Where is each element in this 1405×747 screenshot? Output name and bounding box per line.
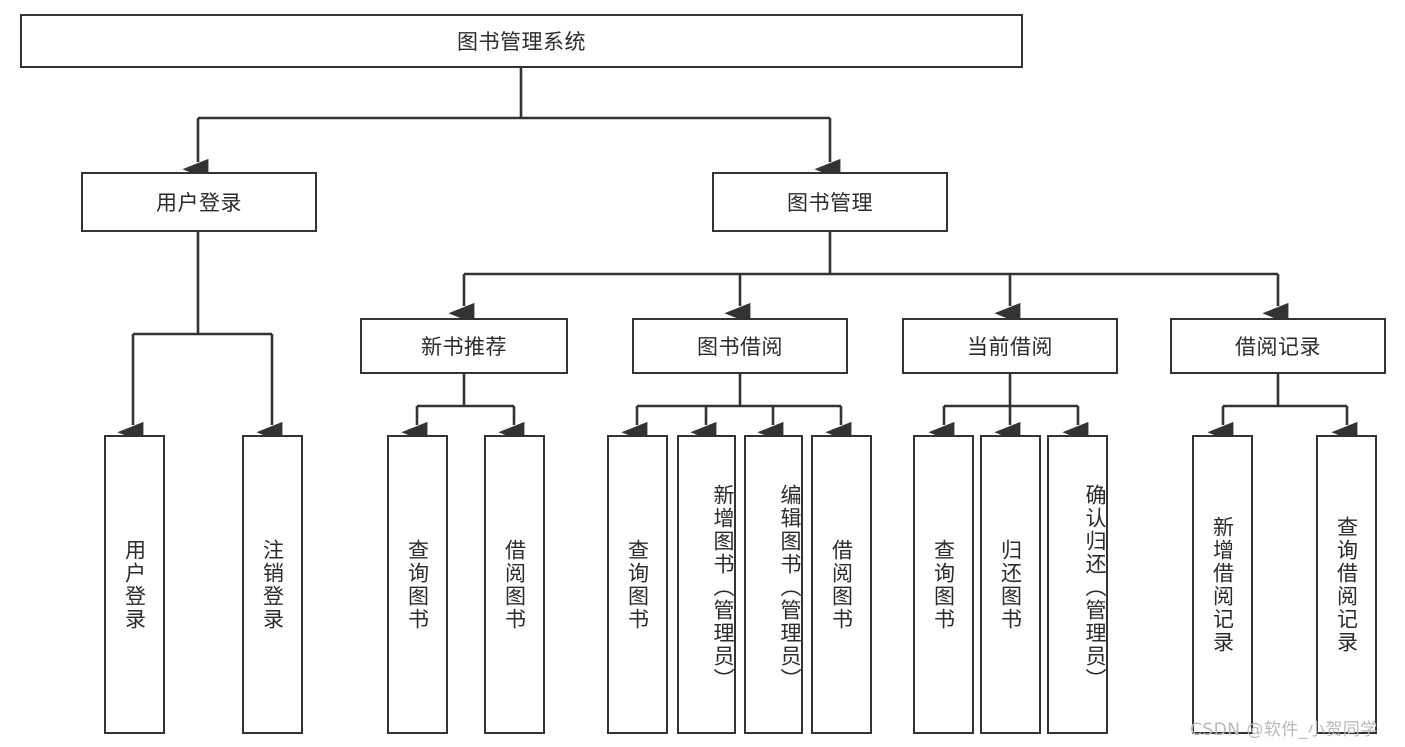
node-current-borrow[interactable]: 当前借阅 [902,318,1118,374]
leaf-current-borrow-return[interactable]: 归还图书 [980,435,1041,734]
leaf-book-borrow-add-admin[interactable]: 新增图书（管理员） [677,435,736,734]
leaf-book-borrow-query[interactable]: 查询图书 [607,435,668,734]
leaf-current-borrow-query[interactable]: 查询图书 [913,435,974,734]
leaf-user-login-signin[interactable]: 用户登录 [104,435,165,734]
leaf-borrow-record-add[interactable]: 新增借阅记录 [1192,435,1253,734]
leaf-book-borrow-edit-admin[interactable]: 编辑图书（管理员） [744,435,803,734]
node-book-management[interactable]: 图书管理 [712,172,948,232]
node-borrow-record[interactable]: 借阅记录 [1170,318,1386,374]
node-new-book-recommend[interactable]: 新书推荐 [360,318,568,374]
leaf-new-book-query[interactable]: 查询图书 [387,435,448,734]
leaf-new-book-borrow[interactable]: 借阅图书 [484,435,545,734]
node-user-login[interactable]: 用户登录 [81,172,317,232]
node-book-borrow[interactable]: 图书借阅 [632,318,848,374]
leaf-user-login-signout[interactable]: 注销登录 [242,435,303,734]
leaf-book-borrow-borrow[interactable]: 借阅图书 [811,435,872,734]
watermark-text: CSDN @软件_小贺同学 [1190,720,1378,740]
leaf-current-borrow-confirm-return-admin[interactable]: 确认归还（管理员） [1047,435,1108,734]
leaf-borrow-record-query[interactable]: 查询借阅记录 [1316,435,1377,734]
node-root-library-system[interactable]: 图书管理系统 [20,14,1023,68]
